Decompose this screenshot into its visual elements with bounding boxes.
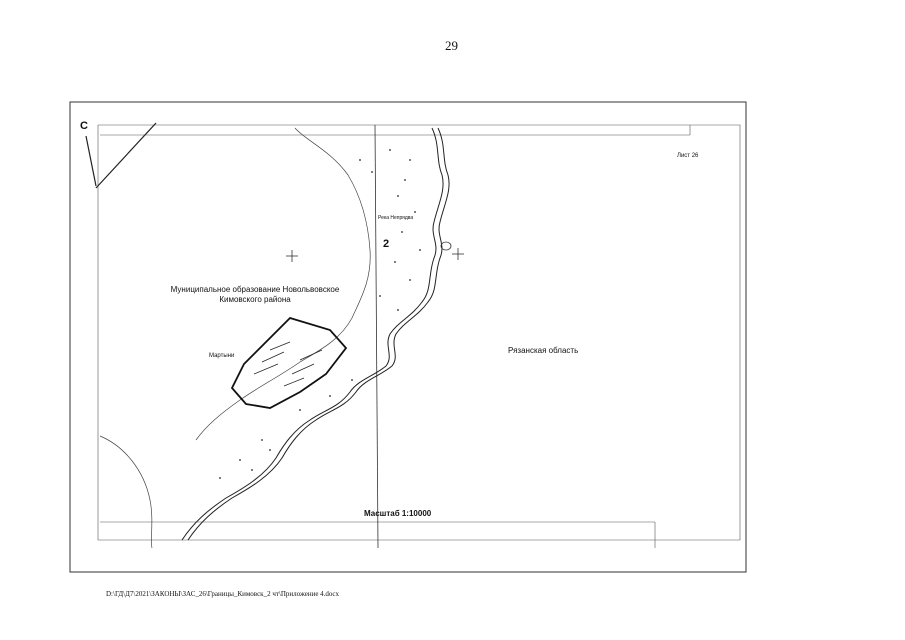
river-label: Река Непрядва <box>378 215 414 221</box>
village-boundary <box>230 316 348 409</box>
river-west-bank <box>195 127 371 441</box>
scale-label: Масштаб 1:10000 <box>364 509 432 518</box>
north-arrow-hatch <box>85 122 157 189</box>
village-label: Мартыни <box>209 353 235 359</box>
page-number: 29 <box>445 38 458 53</box>
point-number: 2 <box>383 238 390 250</box>
pond <box>440 241 452 251</box>
municipality-label-line1: Муниципальное образование Новольвовское <box>170 285 340 294</box>
region-label: Рязанская область <box>508 346 579 355</box>
river-nepryadva <box>181 127 450 541</box>
vegetation-texture <box>219 149 421 479</box>
sheet-division-line <box>374 124 379 549</box>
village-buildings <box>253 341 323 387</box>
footer-file-path: D:\ГД\Д7\2021\ЗАКОНЫ\ЗАС_26\Границы_Кимо… <box>106 590 340 598</box>
grid-cross-1 <box>286 250 298 262</box>
map-outer-frame <box>69 101 747 573</box>
stream-west <box>99 435 153 549</box>
grid-cross-2 <box>452 248 464 260</box>
map-inner-frame <box>97 124 741 541</box>
municipality-label-line2: Кимовского района <box>219 295 291 304</box>
sheet-label: Лист 26 <box>677 153 699 159</box>
north-marker: С <box>80 120 88 132</box>
